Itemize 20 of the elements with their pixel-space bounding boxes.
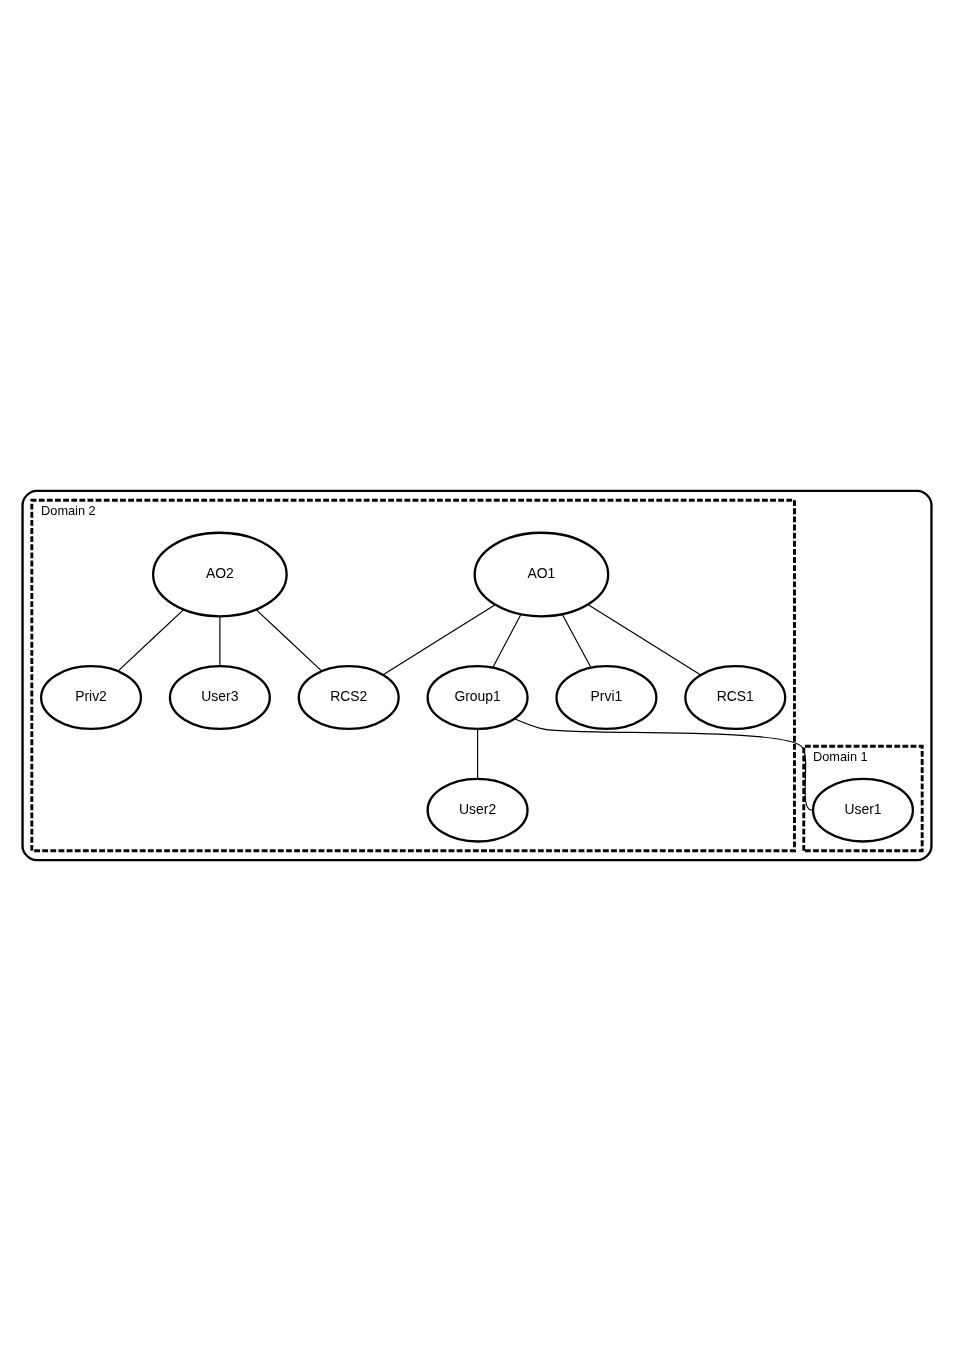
connector	[513, 718, 813, 811]
node-ellipse: User2	[426, 777, 529, 843]
cluster	[21, 489, 933, 862]
connector	[382, 604, 496, 676]
connector	[477, 728, 479, 780]
node-ellipse: User3	[168, 665, 271, 731]
node-ellipse: User1	[811, 777, 915, 843]
connector	[492, 613, 522, 669]
connector	[255, 609, 323, 672]
node-ellipse: AO2	[151, 531, 288, 618]
connector	[117, 609, 185, 672]
connector	[587, 604, 702, 676]
node-ellipse: Priv2	[39, 665, 143, 731]
node-ellipse: RCS2	[297, 665, 400, 731]
node-ellipse: RCS1	[684, 665, 787, 731]
connector	[219, 615, 221, 667]
node-ellipse: Group1	[426, 665, 529, 731]
node-ellipse: AO1	[473, 531, 610, 618]
connector	[561, 613, 592, 669]
node-ellipse: Prvi1	[555, 665, 658, 731]
